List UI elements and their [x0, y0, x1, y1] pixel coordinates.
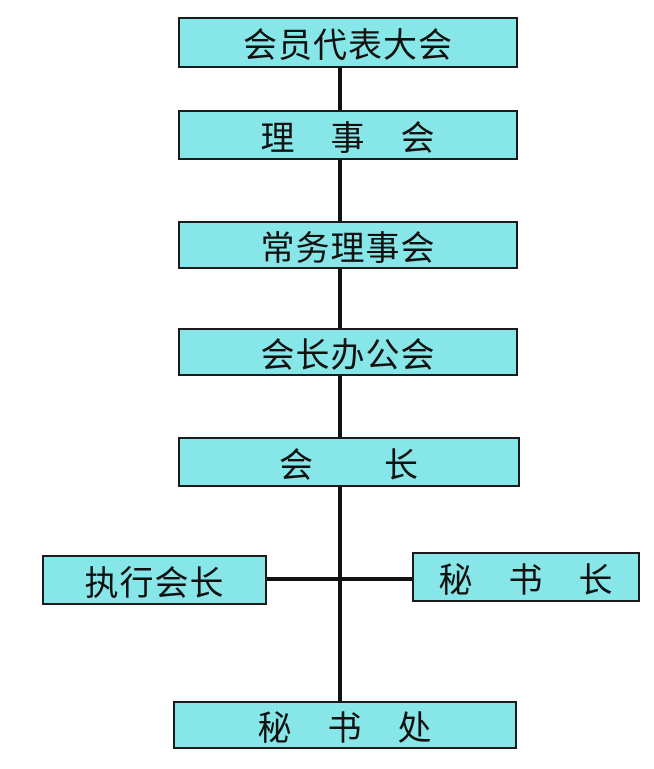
- node-member-representative-assembly: 会员代表大会: [178, 17, 518, 68]
- node-president: 会 长: [178, 437, 520, 487]
- node-secretary-general: 秘 书 长: [412, 552, 640, 602]
- node-label: 会员代表大会: [243, 28, 453, 65]
- node-secretariat: 秘 书 处: [173, 701, 517, 749]
- node-label: 理 事 会: [260, 120, 436, 158]
- node-executive-president: 执行会长: [42, 555, 267, 605]
- node-label: 会 长: [279, 447, 419, 485]
- node-label: 常务理事会: [260, 230, 436, 268]
- node-label: 秘 书 长: [438, 562, 614, 600]
- node-president-office-meeting: 会长办公会: [178, 328, 518, 376]
- node-label: 会长办公会: [260, 337, 436, 375]
- connector-horizontal-line: [265, 577, 415, 581]
- node-council: 理 事 会: [178, 110, 518, 160]
- node-standing-council: 常务理事会: [178, 221, 518, 269]
- node-label: 秘 书 处: [257, 710, 433, 748]
- node-label: 执行会长: [84, 565, 225, 603]
- connector-vertical-line: [338, 60, 342, 705]
